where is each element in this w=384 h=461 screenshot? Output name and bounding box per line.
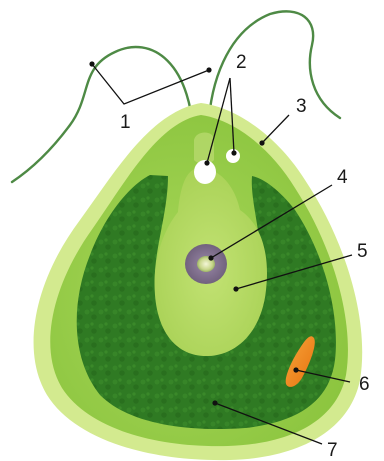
label-7: 7	[327, 440, 338, 461]
dot-1b	[206, 67, 211, 72]
leader-line-3	[262, 115, 289, 143]
dot-2b	[231, 150, 236, 155]
dot-4	[208, 255, 213, 260]
dot-6	[293, 367, 298, 372]
dot-7	[212, 400, 217, 405]
label-6: 6	[359, 374, 370, 395]
leader-line-1	[92, 64, 209, 104]
dot-2a	[204, 160, 209, 165]
label-5: 5	[357, 241, 368, 262]
dot-1a	[89, 61, 94, 66]
dot-5	[233, 286, 238, 291]
label-3: 3	[296, 96, 307, 117]
dot-3	[259, 140, 264, 145]
label-2: 2	[236, 52, 247, 73]
label-1: 1	[120, 112, 131, 133]
label-4: 4	[337, 167, 348, 188]
